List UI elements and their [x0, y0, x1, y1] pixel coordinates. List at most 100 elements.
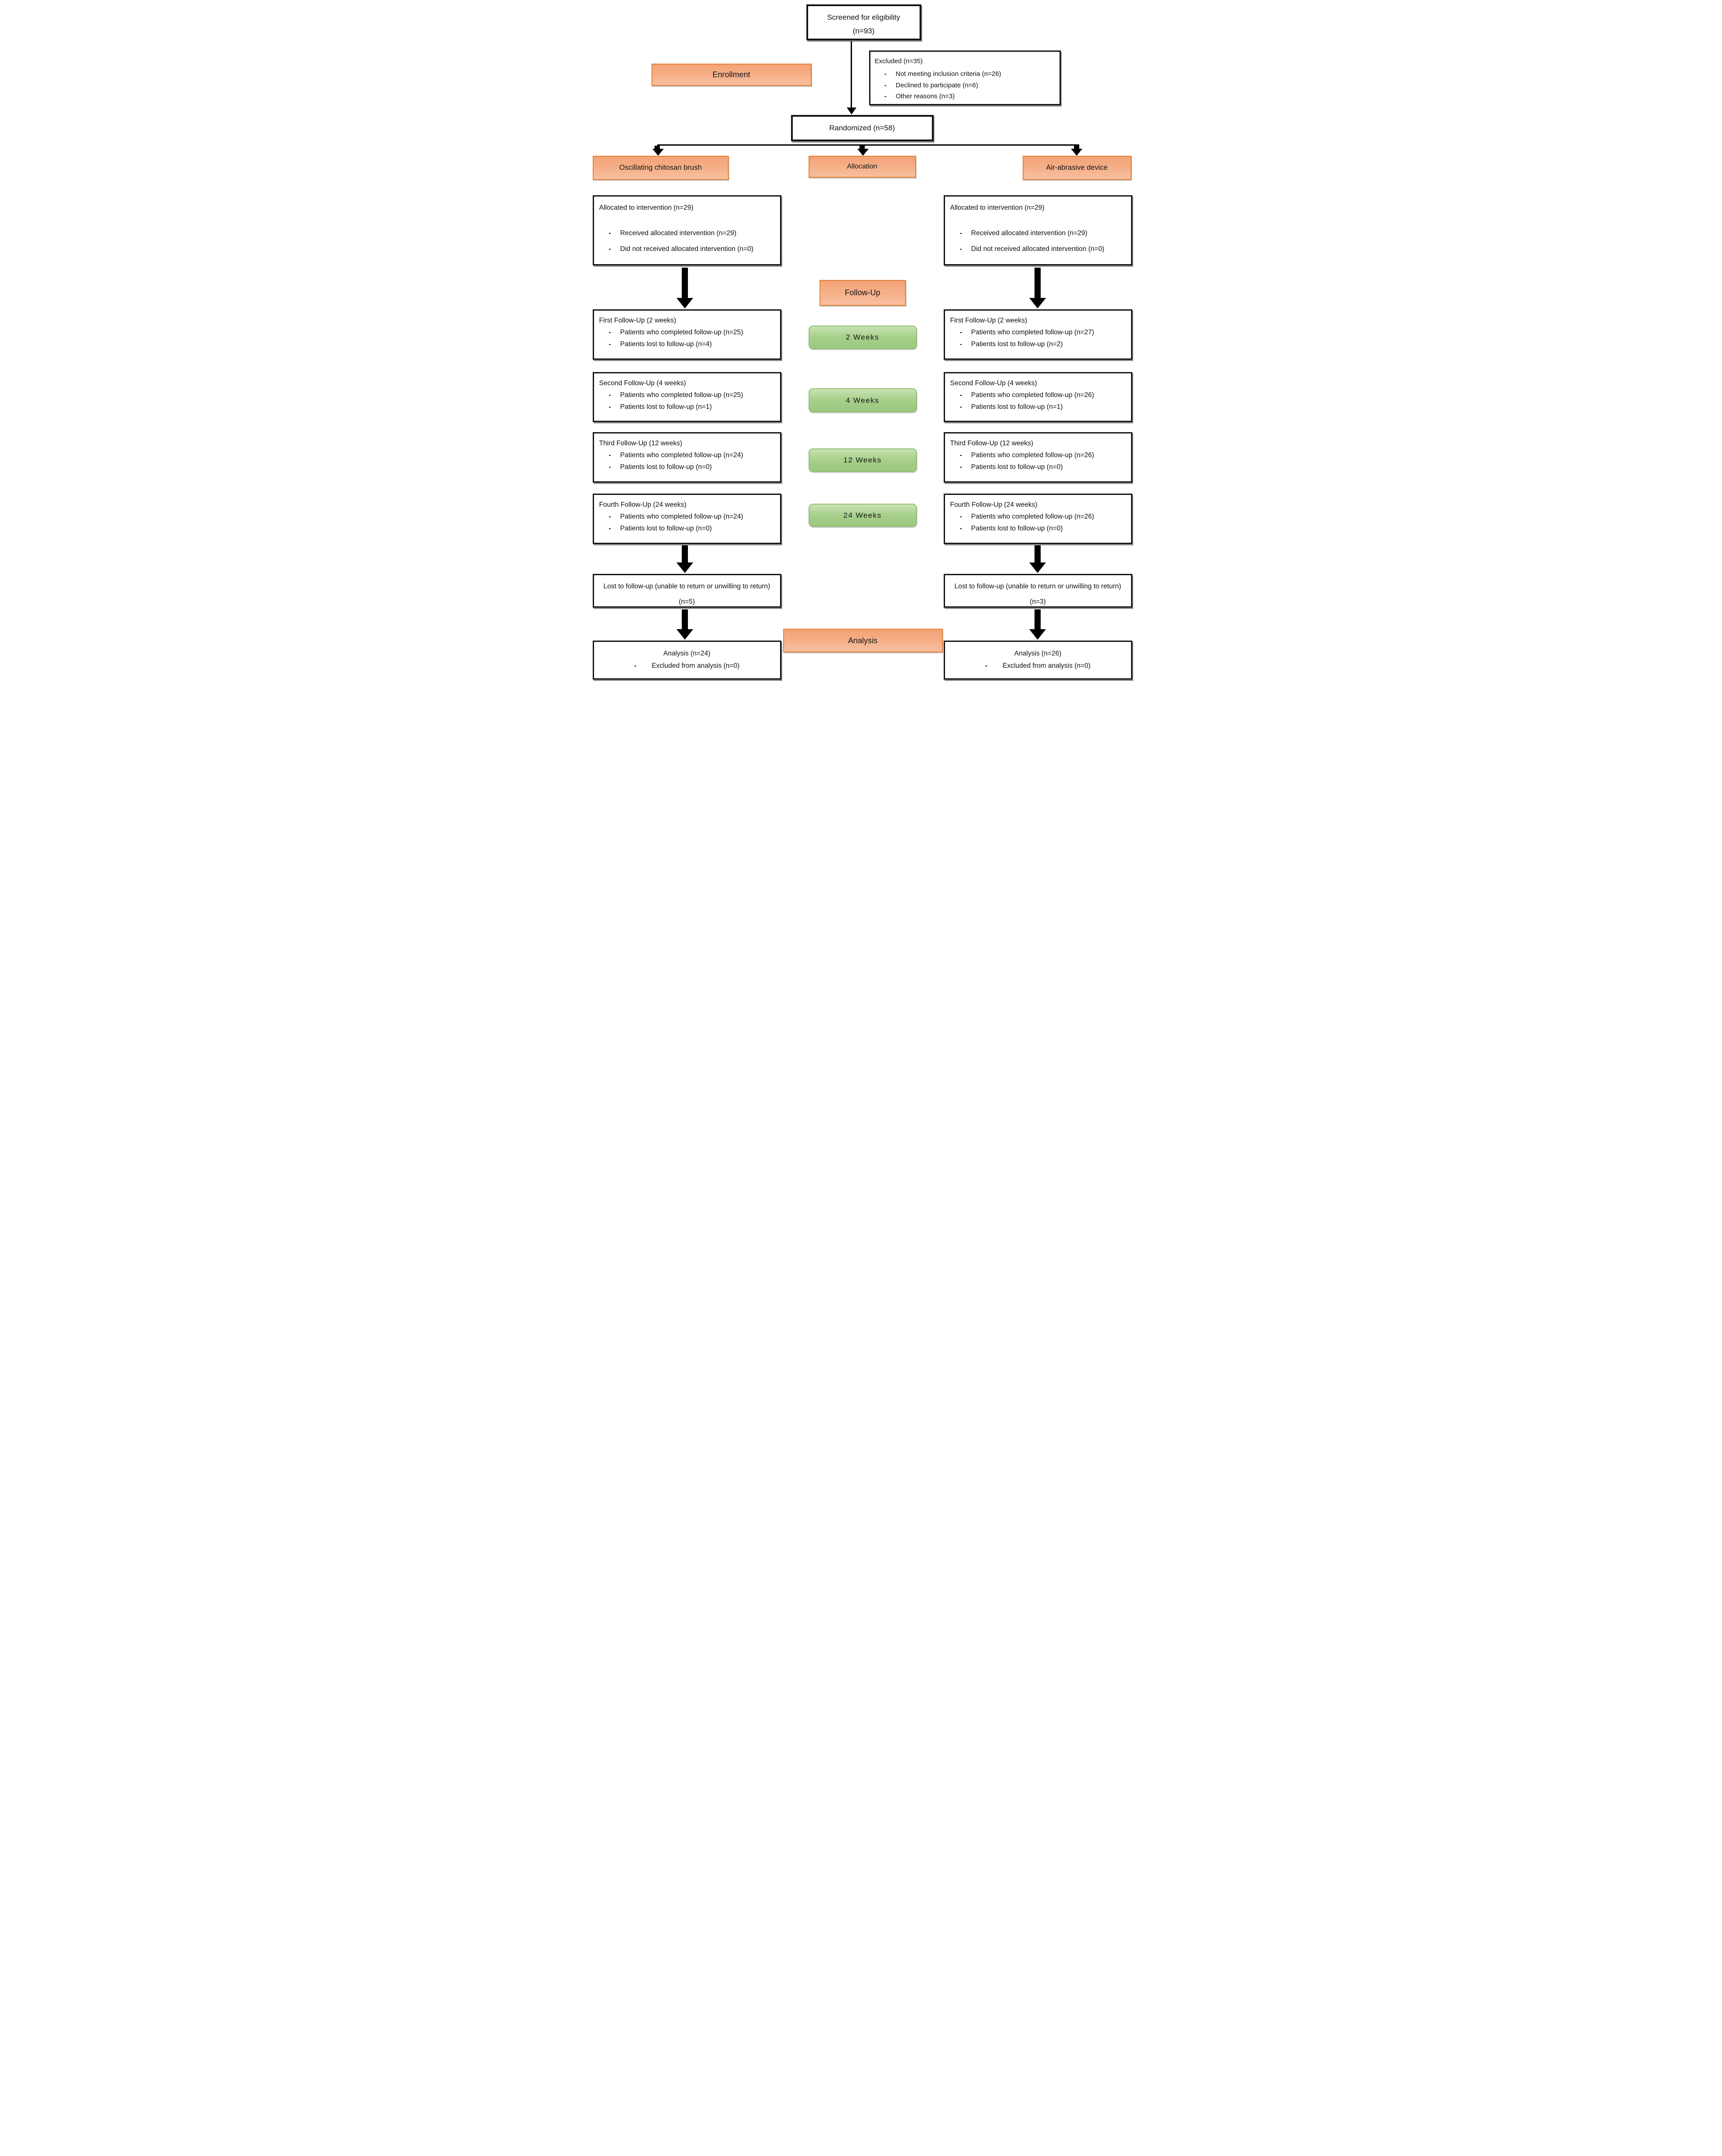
week-label-box: 12 Weeks	[808, 448, 917, 472]
followup-item: Patients lost to follow-up (n=0)	[599, 524, 775, 534]
arrow-shaft	[1034, 545, 1041, 562]
arrow-allocation-to-followup-right	[1029, 268, 1046, 308]
allocation-left-item: Received allocated intervention (n=29)	[599, 229, 775, 238]
followup-item: Patients lost to follow-up (n=0)	[599, 462, 775, 472]
arrow-shaft-middle	[859, 146, 865, 149]
allocation-right-item-text: Did not received allocated intervention …	[971, 245, 1105, 253]
followup-item: Patients who completed follow-up (n=26)	[950, 512, 1126, 522]
followup-item: Patients lost to follow-up (n=1)	[950, 402, 1126, 412]
followup-title: Second Follow-Up (4 weeks)	[950, 380, 1037, 387]
allocation-right-box: Allocated to intervention (n=29) Receive…	[943, 195, 1132, 265]
excluded-item: Declined to participate (n=6)	[875, 81, 1055, 90]
bullet-dash-icon	[609, 512, 620, 522]
followup-title: First Follow-Up (2 weeks)	[599, 317, 677, 324]
arrow-allocation-to-followup-left	[676, 268, 693, 308]
followup1-right-box: First Follow-Up (2 weeks) Patients who c…	[943, 309, 1132, 360]
arrowhead-down-icon	[676, 298, 693, 308]
followup3-left-box: Third Follow-Up (12 weeks) Patients who …	[592, 432, 781, 483]
bullet-dash-icon	[609, 451, 620, 460]
connector-screened-randomized	[850, 41, 852, 108]
bullet-dash-icon	[960, 402, 971, 412]
allocation-left-box: Allocated to intervention (n=29) Receive…	[592, 195, 781, 265]
week-label: 2 Weeks	[845, 333, 880, 341]
arrowhead-randomized-icon	[846, 107, 856, 115]
followup-title: Third Follow-Up (12 weeks)	[950, 440, 1034, 447]
bullet-dash-icon	[960, 390, 971, 400]
week-label: 12 Weeks	[843, 456, 882, 464]
bullet-dash-icon	[609, 328, 620, 337]
allocation-right-item: Received allocated intervention (n=29)	[950, 229, 1126, 238]
allocation-left-title: Allocated to intervention (n=29)	[599, 204, 694, 211]
followup-item-text: Patients lost to follow-up (n=1)	[620, 403, 712, 411]
followup-item: Patients who completed follow-up (n=26)	[950, 451, 1126, 460]
bullet-dash-icon	[985, 661, 1002, 671]
stage-followup-label: Follow-Up	[845, 288, 881, 297]
followup-item-text: Patients lost to follow-up (n=4)	[620, 340, 712, 348]
followup-item-text: Patients who completed follow-up (n=27)	[971, 329, 1094, 337]
followup-item: Patients lost to follow-up (n=2)	[950, 340, 1126, 349]
arrowhead-down-icon	[1029, 298, 1046, 308]
arm-right-header-box: Air-abrasive device	[1022, 156, 1131, 180]
bullet-dash-icon	[960, 229, 971, 238]
week-label: 24 Weeks	[843, 511, 882, 519]
arrow-shaft-left	[654, 146, 660, 149]
week-label-box: 4 Weeks	[808, 388, 917, 412]
week-label-box: 2 Weeks	[808, 326, 917, 349]
arrow-shaft-right	[1074, 146, 1079, 149]
arm-left-header-box: Oscillating chitosan brush	[592, 156, 729, 180]
bullet-dash-icon	[609, 229, 620, 238]
allocation-right-item-text: Received allocated intervention (n=29)	[971, 229, 1088, 237]
followup-item: Patients who completed follow-up (n=24)	[599, 512, 775, 522]
bullet-dash-icon	[609, 244, 620, 254]
lost-left-text: Lost to follow-up (unable to return or u…	[603, 583, 770, 605]
arrow-shaft	[1034, 609, 1041, 629]
excluded-item-text: Declined to participate (n=6)	[895, 81, 978, 89]
excluded-item-text: Not meeting inclusion criteria (n=26)	[895, 70, 1002, 78]
allocation-left-item: Did not received allocated intervention …	[599, 244, 775, 254]
bullet-dash-icon	[960, 340, 971, 349]
arrowhead-arm-left-icon	[652, 149, 664, 156]
lost-right-text: Lost to follow-up (unable to return or u…	[954, 583, 1121, 605]
stage-enrollment-box: Enrollment	[651, 64, 812, 86]
allocation-left-item-text: Did not received allocated intervention …	[620, 245, 754, 253]
excluded-item: Other reasons (n=3)	[875, 92, 1055, 101]
bullet-dash-icon	[960, 244, 971, 254]
followup-item: Patients lost to follow-up (n=1)	[599, 402, 775, 412]
stage-enrollment-label: Enrollment	[712, 70, 751, 79]
followup-item-text: Patients lost to follow-up (n=0)	[620, 524, 712, 532]
followup-item-text: Patients who completed follow-up (n=26)	[971, 451, 1094, 459]
arrowhead-arm-middle-icon	[857, 149, 869, 156]
followup-item-text: Patients who completed follow-up (n=25)	[620, 391, 743, 399]
bullet-dash-icon	[884, 92, 896, 101]
bullet-dash-icon	[609, 390, 620, 400]
arrowhead-down-icon	[1029, 562, 1046, 573]
followup-title: Second Follow-Up (4 weeks)	[599, 380, 686, 387]
followup-item-text: Patients who completed follow-up (n=24)	[620, 513, 743, 521]
arrow-shaft	[1034, 268, 1041, 298]
week-label: 4 Weeks	[845, 396, 880, 405]
bullet-dash-icon	[884, 69, 896, 79]
stage-analysis-label: Analysis	[848, 636, 878, 645]
bullet-dash-icon	[960, 512, 971, 522]
screened-box: Screened for eligibility (n=93)	[806, 4, 921, 40]
followup-item-text: Patients lost to follow-up (n=2)	[971, 340, 1063, 348]
screened-line1: Screened for eligibility	[827, 13, 900, 21]
analysis-left-box: Analysis (n=24) Excluded from analysis (…	[592, 641, 781, 680]
followup-item-text: Patients lost to follow-up (n=0)	[620, 463, 712, 471]
randomized-box: Randomized (n=58)	[791, 115, 934, 141]
bullet-dash-icon	[960, 451, 971, 460]
arrow-shaft	[681, 268, 688, 298]
followup2-right-box: Second Follow-Up (4 weeks) Patients who …	[943, 372, 1132, 422]
stage-analysis-box: Analysis	[783, 629, 943, 652]
arrowhead-down-icon	[676, 562, 693, 573]
screened-line2: (n=93)	[852, 27, 875, 35]
bullet-dash-icon	[609, 524, 620, 534]
excluded-box: Excluded (n=35) Not meeting inclusion cr…	[869, 50, 1061, 105]
arrowhead-down-icon	[676, 629, 693, 640]
followup-item-text: Patients who completed follow-up (n=26)	[971, 391, 1094, 399]
excluded-item: Not meeting inclusion criteria (n=26)	[875, 69, 1055, 79]
bullet-dash-icon	[609, 340, 620, 349]
excluded-title: Excluded (n=35)	[874, 57, 923, 65]
followup-item: Patients who completed follow-up (n=26)	[950, 390, 1126, 400]
excluded-item-text: Other reasons (n=3)	[895, 93, 955, 100]
